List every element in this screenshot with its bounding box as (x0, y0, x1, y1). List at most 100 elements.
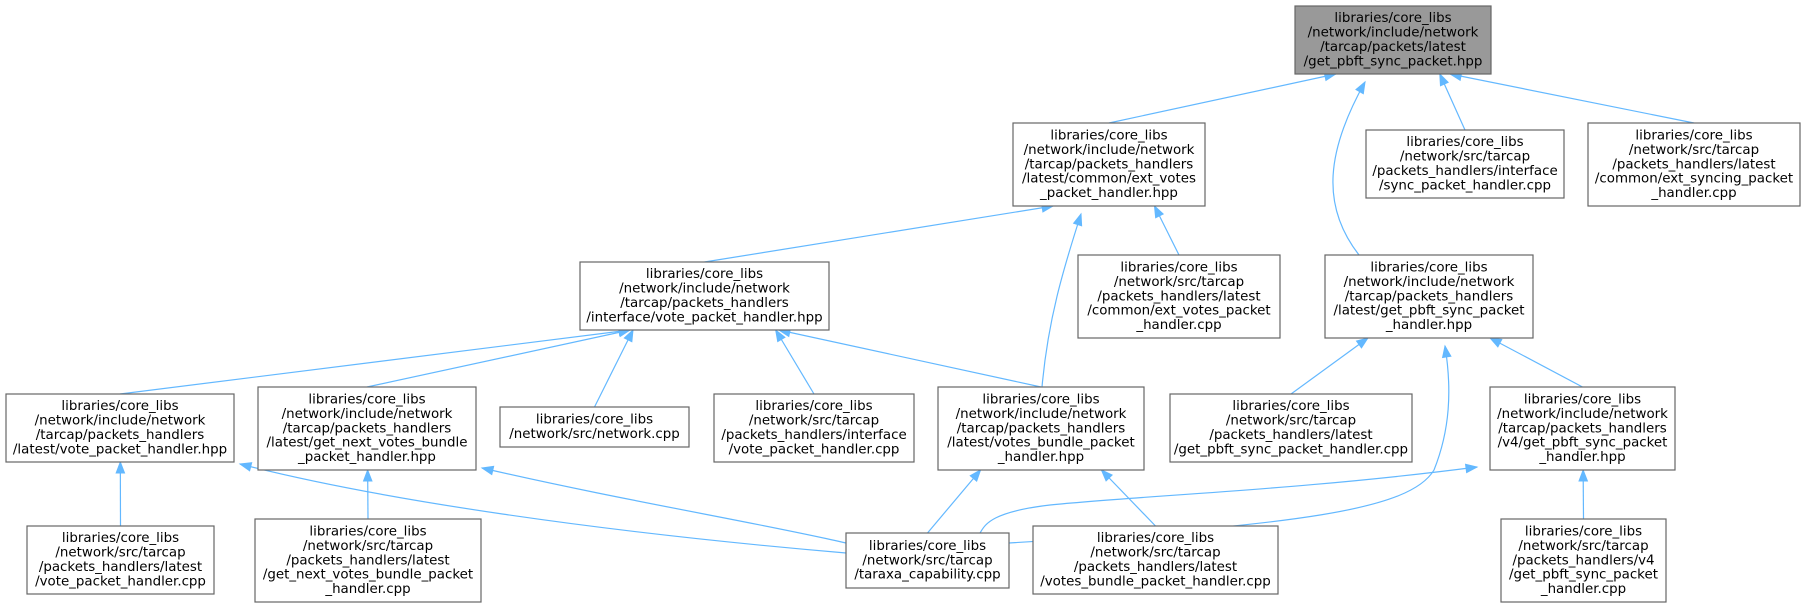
node-label-line: libraries/core_libs (1635, 129, 1752, 144)
edge-arrowhead (1100, 468, 1113, 482)
node-label-line: libraries/core_libs (869, 539, 986, 554)
file-node-n3[interactable]: libraries/core_libs/network/src/tarcap/p… (1587, 122, 1801, 207)
nodes-layer: libraries/core_libs/network/include/netw… (5, 5, 1801, 603)
node-label-line: /network/include/network (1497, 407, 1668, 422)
node-label-line: /latest/votes_bundle_packet (947, 436, 1134, 451)
edge-arrowhead (1355, 337, 1370, 349)
file-node-n4[interactable]: libraries/core_libs/network/include/netw… (579, 261, 830, 331)
file-node-n1[interactable]: libraries/core_libs/network/include/netw… (1012, 122, 1206, 207)
file-node-n16[interactable]: libraries/core_libs/network/src/tarcap/t… (845, 532, 1010, 589)
node-label-line: libraries/core_libs (1120, 261, 1237, 276)
node-label-line: /get_pbft_sync_packet_handler.cpp (1174, 442, 1408, 457)
node-label-line: libraries/core_libs (1097, 531, 1214, 546)
edge-n1-n11 (1041, 213, 1082, 388)
node-box (5, 393, 235, 463)
root-node-box (1294, 5, 1492, 75)
node-box (499, 406, 690, 448)
edge-arrowhead (774, 328, 786, 343)
node-box (1500, 518, 1667, 603)
file-node-n0[interactable]: libraries/core_libs/network/include/netw… (1294, 5, 1492, 75)
edge-n4-n8 (366, 329, 631, 388)
node-label-line: _handler.hpp (997, 450, 1084, 465)
node-label-line: /taraxa_capability.cpp (854, 568, 1000, 583)
node-label-line: /get_pbft_sync_packet (1509, 568, 1658, 583)
file-node-n5[interactable]: libraries/core_libs/network/src/tarcap/p… (1077, 254, 1281, 339)
node-label-line: /packets_handlers/latest (286, 553, 449, 568)
node-label-line: /tarcap/packets_handlers (1498, 421, 1666, 436)
node-label-line: /tarcap/packets_handlers (283, 421, 451, 436)
node-box (254, 518, 482, 603)
node-label-line: /packets_handlers/latest (1612, 157, 1775, 172)
file-node-n12[interactable]: libraries/core_libs/network/src/tarcap/p… (1169, 393, 1413, 463)
node-label-line: /interface/vote_packet_handler.hpp (586, 310, 822, 325)
node-label-line: /network/include/network (1024, 143, 1195, 158)
node-label-line: libraries/core_libs (982, 393, 1099, 408)
edge-arrowhead (1072, 212, 1083, 227)
node-label-line: /vote_packet_handler.cpp (729, 442, 900, 457)
edge-arrowhead (115, 460, 126, 474)
node-label-line: /tarcap/packets_handlers (1345, 289, 1513, 304)
node-label-line: libraries/core_libs (62, 531, 179, 546)
file-node-n8[interactable]: libraries/core_libs/network/include/netw… (257, 386, 477, 471)
node-box (1032, 525, 1279, 595)
edge-n4-n11 (778, 329, 1042, 388)
node-label-line: /network/include/network (956, 407, 1127, 422)
file-node-n2[interactable]: libraries/core_libs/network/src/tarcap/p… (1365, 129, 1565, 199)
node-box (1365, 129, 1565, 199)
node-label-line: /tarcap/packets/latest (1320, 40, 1466, 55)
node-label-line: /tarcap/packets_handlers (1025, 157, 1193, 172)
node-label-line: /network/src/network.cpp (509, 427, 679, 442)
file-node-n7[interactable]: libraries/core_libs/network/include/netw… (5, 393, 235, 463)
node-label-line: /vote_packet_handler.cpp (35, 574, 206, 589)
node-label-line: libraries/core_libs (1050, 129, 1167, 144)
node-label-line: /tarcap/packets_handlers (620, 296, 788, 311)
node-label-line: /network/src/tarcap (862, 553, 992, 568)
node-label-line: /network/src/tarcap (1400, 150, 1530, 165)
file-node-n10[interactable]: libraries/core_libs/network/src/tarcap/p… (713, 393, 915, 463)
node-label-line: /latest/get_next_votes_bundle (267, 436, 468, 451)
node-label-line: /common/ext_votes_packet (1087, 304, 1270, 319)
node-label-line: /network/src/tarcap (1629, 143, 1759, 158)
edge-n1-n4 (704, 205, 1054, 263)
node-label-line: /packets_handlers/latest (1097, 289, 1260, 304)
node-label-line: libraries/core_libs (1370, 261, 1487, 276)
node-label-line: /sync_packet_handler.cpp (1379, 178, 1551, 193)
node-label-line: libraries/core_libs (1406, 135, 1523, 150)
node-label-line: /network/include/network (619, 282, 790, 297)
file-node-n17[interactable]: libraries/core_libs/network/src/tarcap/p… (1032, 525, 1279, 595)
node-box (1489, 386, 1676, 471)
node-label-line: libraries/core_libs (536, 413, 653, 428)
node-label-line: /tarcap/packets_handlers (36, 428, 204, 443)
edge-arrowhead (362, 468, 373, 482)
file-node-n13[interactable]: libraries/core_libs/network/include/netw… (1489, 386, 1676, 471)
node-label-line: libraries/core_libs (308, 393, 425, 408)
file-node-n6[interactable]: libraries/core_libs/network/include/netw… (1324, 254, 1534, 339)
node-label-line: /packets_handlers/interface (1372, 164, 1557, 179)
edge-n0-n3 (1450, 73, 1695, 124)
node-box (1077, 254, 1281, 339)
node-label-line: /votes_bundle_packet_handler.cpp (1040, 574, 1270, 589)
node-box (937, 386, 1145, 471)
node-label-line: /network/src/tarcap (1114, 275, 1244, 290)
node-label-line: /v4/get_pbft_sync_packet (1498, 436, 1668, 451)
node-label-line: /latest/common/ext_votes (1022, 172, 1196, 187)
edge-n4-n10 (775, 329, 815, 395)
node-label-line: /network/src/tarcap (55, 546, 185, 561)
node-label-line: /packets_handlers/interface (721, 428, 906, 443)
node-label-line: /network/src/tarcap (1518, 539, 1648, 554)
file-node-n18[interactable]: libraries/core_libs/network/src/tarcap/p… (1500, 518, 1667, 603)
node-label-line: libraries/core_libs (1334, 11, 1451, 26)
file-node-n15[interactable]: libraries/core_libs/network/src/tarcap/p… (254, 518, 482, 603)
node-label-line: _handler.cpp (1135, 318, 1221, 333)
node-box (26, 525, 215, 595)
node-box (257, 386, 477, 471)
file-node-n9[interactable]: libraries/core_libs/network/src/network.… (499, 406, 690, 448)
edge-arrowhead (1355, 80, 1366, 95)
node-label-line: /tarcap/packets_handlers (957, 421, 1125, 436)
file-node-n11[interactable]: libraries/core_libs/network/include/netw… (937, 386, 1145, 471)
node-label-line: /common/ext_syncing_packet (1595, 172, 1793, 187)
file-node-n14[interactable]: libraries/core_libs/network/src/tarcap/p… (26, 525, 215, 595)
node-box (579, 261, 830, 331)
node-label-line: _handler.hpp (1538, 450, 1625, 465)
